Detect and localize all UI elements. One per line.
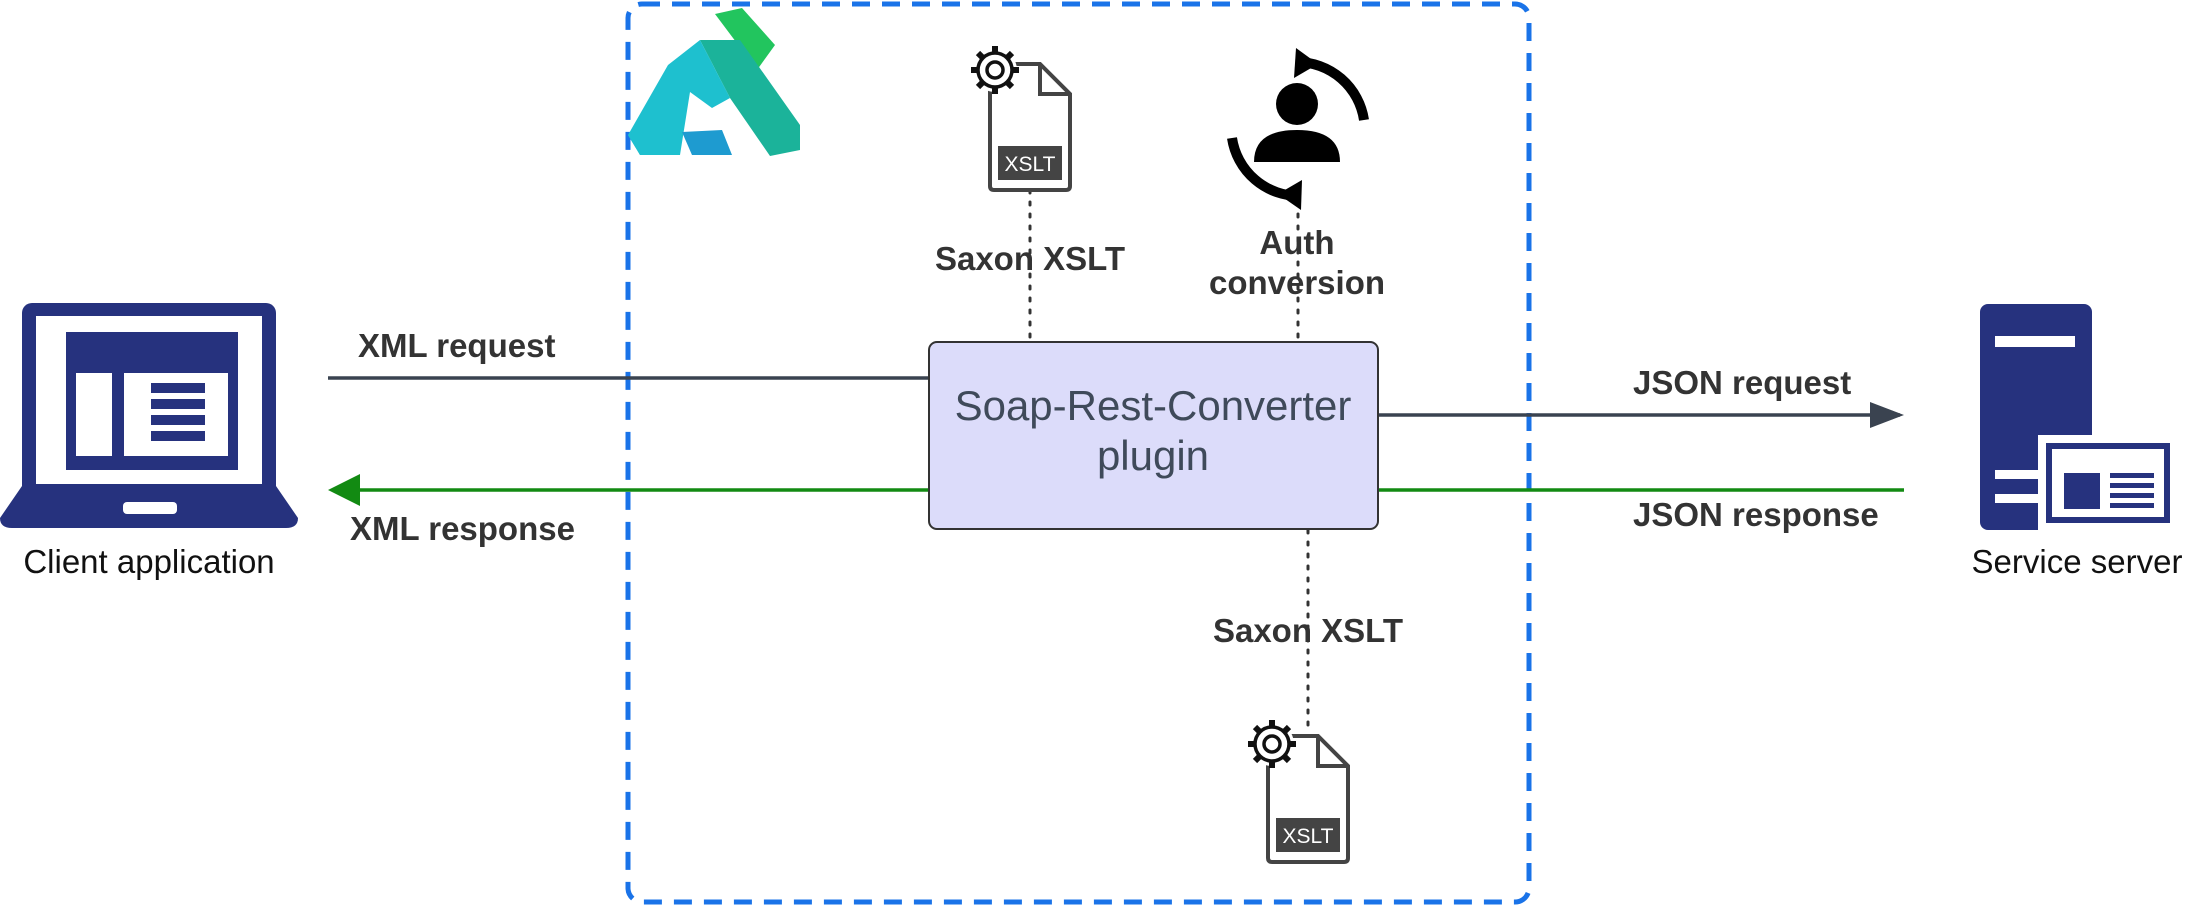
laptop-icon [0,303,298,528]
xml-response-label: XML response [350,510,575,547]
user-sync-icon [1227,48,1369,210]
xslt-request-label: Saxon XSLT [935,240,1125,277]
kong-gateway-logo [628,8,800,156]
svg-text:XSLT: XSLT [1283,825,1334,848]
plugin-box [928,341,1379,530]
gear-icon [1248,720,1296,768]
server-icon [1980,304,2174,530]
plugin-label-line1: Soap-Rest-Converter [955,382,1352,429]
xslt-file-icon: XSLT [1266,734,1350,864]
xml-response-arrowhead [328,474,360,506]
json-request-arrowhead [1870,402,1904,428]
json-response-label: JSON response [1633,496,1879,533]
svg-text:XSLT: XSLT [1005,153,1056,176]
auth-label-line2: conversion [1209,264,1385,301]
xslt-file-icon: XSLT [988,62,1072,192]
auth-label-line1: Auth [1259,224,1334,261]
gateway-boundary [625,1,1532,905]
xml-request-label: XML request [358,327,555,364]
client-label: Client application [23,543,274,580]
server-label: Service server [1972,543,2183,580]
xslt-response-label: Saxon XSLT [1213,612,1403,649]
plugin-label-line2: plugin [1097,432,1209,479]
json-request-label: JSON request [1633,364,1851,401]
gear-icon [971,46,1019,94]
